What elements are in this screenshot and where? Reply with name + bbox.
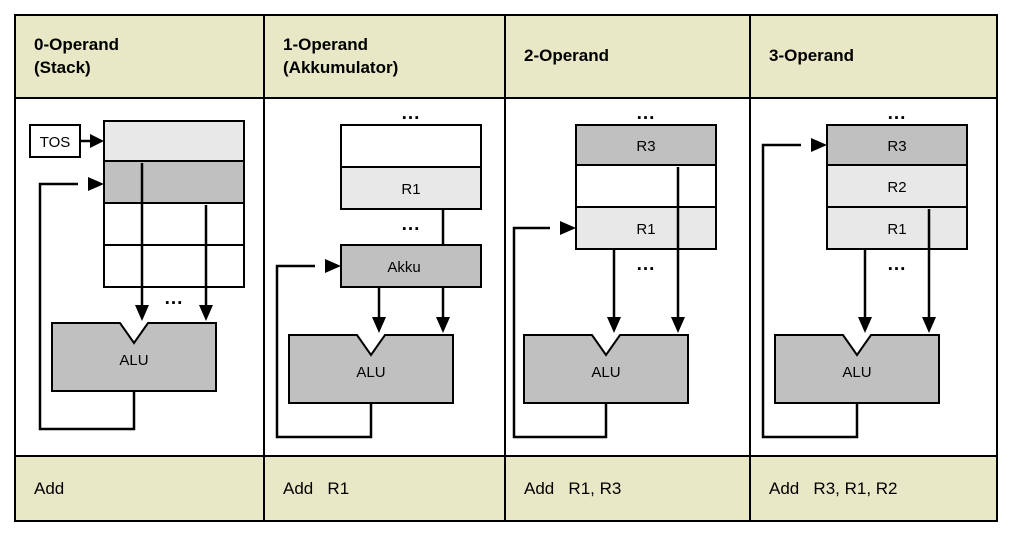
register-cell-r2 [826, 164, 968, 208]
alu-shape [51, 322, 217, 392]
alu-feedback-arrowhead [88, 177, 104, 191]
register-label-r3: R3 [636, 138, 655, 155]
register-cell-empty [340, 124, 482, 168]
alu-feedback-arrowhead [325, 259, 341, 273]
accumulator-label: Akku [387, 259, 420, 276]
register-cell-r1 [826, 206, 968, 250]
accumulator-diagram: ... R1 ... Akku ALU [265, 99, 504, 455]
register-arrowhead-right [671, 317, 685, 333]
instruction-cell-3-operand: Add R3, R1, R2 [751, 457, 996, 520]
stack-cell-2 [103, 202, 245, 246]
alu-shape [774, 334, 940, 404]
diagram-cell-1-operand: ... R1 ... Akku ALU [265, 99, 506, 455]
header-label-3-operand: 3-Operand [769, 46, 855, 66]
stack-arrowhead-left [135, 305, 149, 321]
register-label-r1: R1 [636, 221, 655, 238]
stack-cell-3 [103, 244, 245, 288]
register-bottom-ellipsis: ... [637, 254, 656, 275]
alu-feedback-line [512, 226, 608, 439]
stack-cell-0 [103, 120, 245, 162]
header-cell-3-operand: 3-Operand [751, 16, 996, 97]
register-bottom-ellipsis: ... [888, 254, 907, 275]
header-label-0-operand: 0-Operand (Stack) [34, 34, 120, 77]
alu-feedback-arrowhead [560, 221, 576, 235]
table-diagram-row: ... TOS ALU ... [16, 99, 996, 457]
diagram-cell-2-operand: ... R3 R1 ... ALU [506, 99, 751, 455]
alu-shape [288, 334, 454, 404]
alu-label: ALU [119, 352, 148, 369]
stack-cell-1 [103, 160, 245, 204]
alu-feedback-line [275, 264, 373, 439]
register-bottom-ellipsis: ... [402, 214, 421, 235]
tos-arrowhead [90, 134, 104, 148]
instruction-cell-2-operand: Add R1, R3 [506, 457, 751, 520]
alu-shape [523, 334, 689, 404]
header-cell-2-operand: 2-Operand [506, 16, 751, 97]
stack-ellipsis: ... [165, 288, 184, 309]
register-label-r2: R2 [887, 179, 906, 196]
register-top-ellipsis: ... [402, 103, 421, 124]
table-instruction-row: Add Add R1 Add R1, R3 Add R3, R1, R2 [16, 457, 996, 520]
alu-feedback-line [38, 182, 136, 431]
register-cell-r3 [826, 124, 968, 166]
two-operand-diagram: ... R3 R1 ... ALU [506, 99, 749, 455]
header-cell-0-operand: 0-Operand (Stack) [16, 16, 265, 97]
register-label-r1: R1 [401, 181, 420, 198]
register-label-r3: R3 [887, 138, 906, 155]
alu-label: ALU [356, 364, 385, 381]
alu-feedback-arrowhead [811, 138, 827, 152]
accumulator-to-alu-arrowhead [372, 317, 386, 333]
alu-label: ALU [591, 364, 620, 381]
table-header-row: 0-Operand (Stack) 1-Operand (Akkumulator… [16, 16, 996, 99]
instruction-label-3-operand: Add R3, R1, R2 [769, 478, 898, 498]
register-arrowhead-left [607, 317, 621, 333]
alu-label: ALU [842, 364, 871, 381]
header-cell-1-operand: 1-Operand (Akkumulator) [265, 16, 506, 97]
register-arrowhead-right [922, 317, 936, 333]
stack-arrowhead-right [199, 305, 213, 321]
three-operand-diagram: ... R3 R2 R1 ... ALU [751, 99, 996, 455]
instruction-label-1-operand: Add R1 [283, 478, 350, 498]
diagram-cell-3-operand: ... R3 R2 R1 ... ALU [751, 99, 996, 455]
instruction-cell-0-operand: Add [16, 457, 265, 520]
register-cell-r1 [575, 206, 717, 250]
register-arrowhead-left [858, 317, 872, 333]
operand-comparison-table: 0-Operand (Stack) 1-Operand (Akkumulator… [14, 14, 998, 522]
register-cell-r1 [340, 166, 482, 210]
register-top-ellipsis: ... [637, 103, 656, 124]
header-label-1-operand: 1-Operand (Akkumulator) [283, 34, 399, 77]
diagram-cell-0-operand: ... TOS ALU [16, 99, 265, 455]
register-top-ellipsis: ... [888, 103, 907, 124]
stack-diagram: ... TOS ALU [16, 99, 263, 455]
instruction-cell-1-operand: Add R1 [265, 457, 506, 520]
header-label-2-operand: 2-Operand [524, 46, 610, 66]
tos-label: TOS [40, 134, 71, 151]
alu-feedback-line [761, 143, 859, 439]
register-label-r1: R1 [887, 221, 906, 238]
register-cell-empty [575, 164, 717, 208]
register-arrowhead-right [436, 317, 450, 333]
accumulator-box [340, 244, 482, 288]
instruction-label-0-operand: Add [34, 478, 65, 498]
instruction-label-2-operand: Add R1, R3 [524, 478, 622, 498]
